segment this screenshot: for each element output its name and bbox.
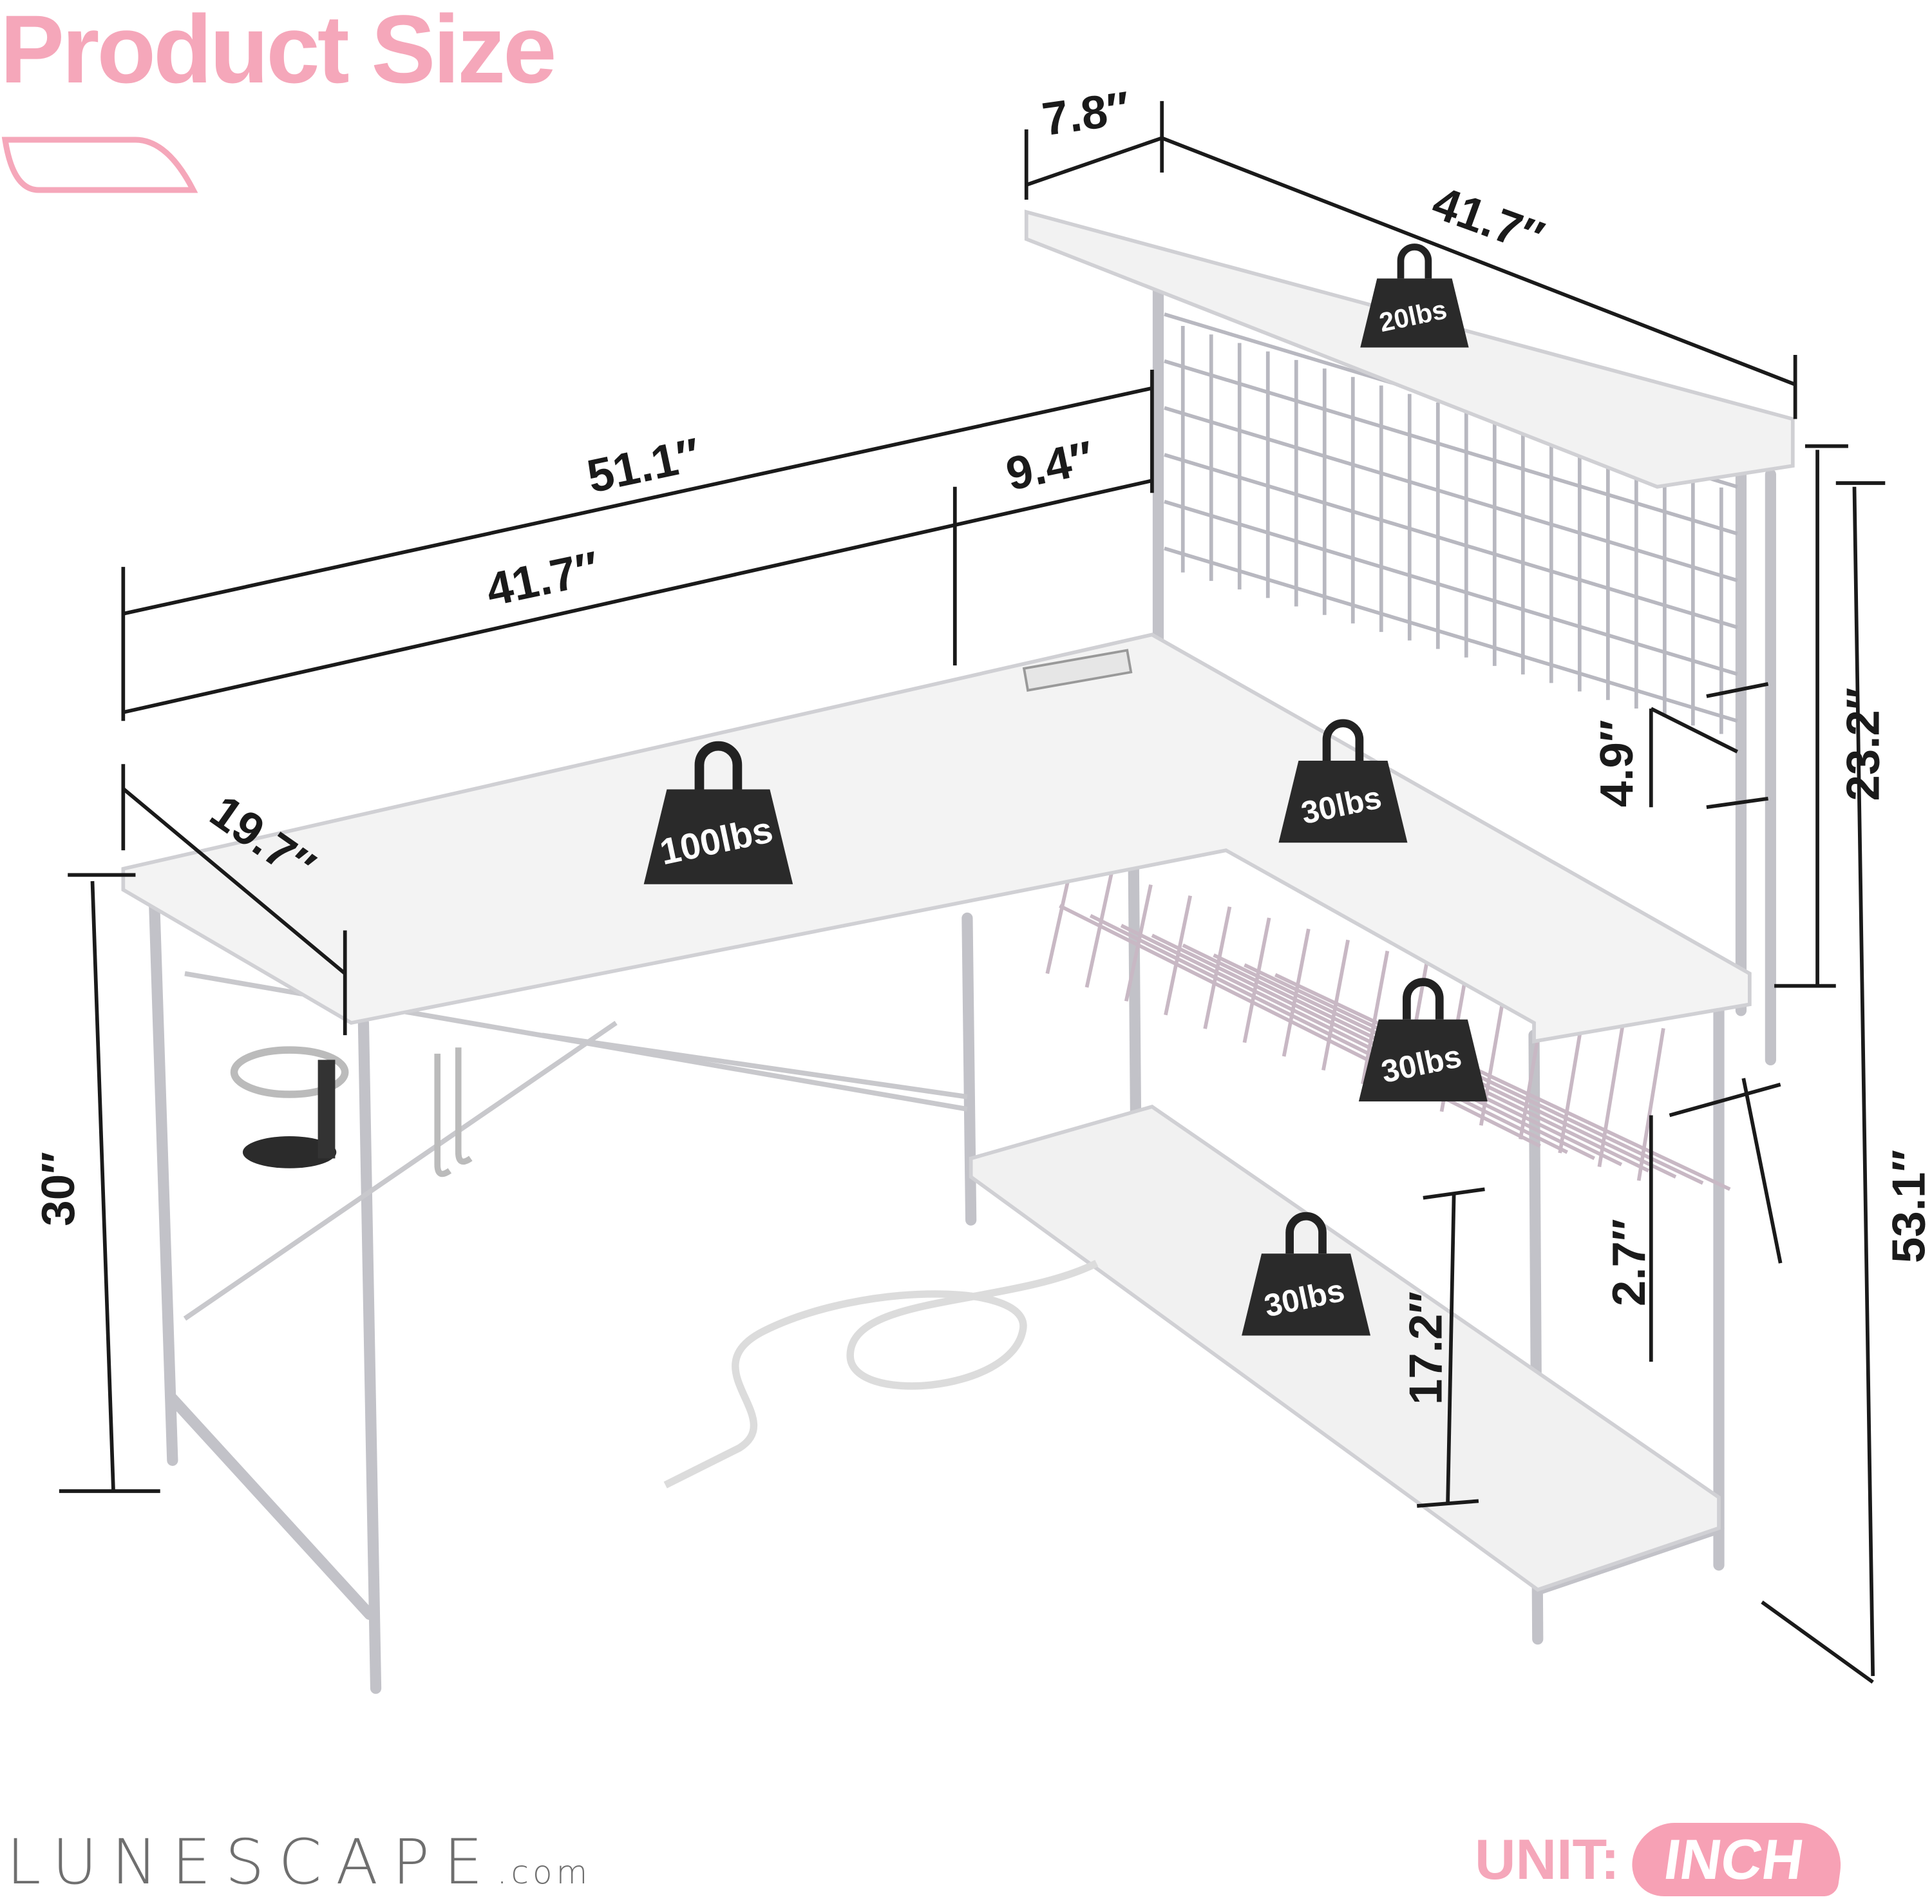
unit-label: UNIT: [1475, 1827, 1620, 1891]
title-underline-shape [1, 137, 198, 193]
power-outlet [1022, 649, 1133, 692]
unit-value: INCH [1627, 1823, 1847, 1896]
weight-icon: 30lbs [1242, 1212, 1371, 1336]
dim-shelf-height: 17.2″ [1400, 1291, 1452, 1405]
weight-icon: 30lbs [1358, 978, 1488, 1101]
dim-total-height: 53.1″ [1883, 1150, 1932, 1263]
unit-badge: UNIT: INCH [1475, 1823, 1847, 1896]
power-cord [663, 1259, 1099, 1489]
lower-shelf [969, 1104, 1721, 1592]
dimension-lines [59, 100, 1886, 1684]
desktop [121, 633, 1752, 1044]
brand-name: LUNESCAPE [6, 1826, 497, 1898]
weight-icon: 20lbs [1360, 243, 1469, 348]
dim-extension: 9.4″ [1001, 432, 1098, 500]
page-title: Product Size [0, 0, 556, 103]
desk-frame [148, 278, 1776, 1694]
cup-holder [230, 1046, 349, 1168]
dim-basket-depth: 2.7″ [1603, 1219, 1655, 1306]
hutch-shelf [1024, 209, 1795, 489]
dim-hutch-height: 23.2″ [1837, 687, 1889, 801]
pegboard-grid [1164, 312, 1738, 734]
weight-icon: 100lbs [643, 741, 793, 884]
brand-logo: LUNESCAPE.com [6, 1826, 591, 1898]
brand-suffix: .com [497, 1854, 592, 1891]
dim-desk-height: 30″ [32, 1152, 84, 1226]
headphone-hook [434, 1047, 473, 1177]
dim-hutch-depth: 7.8″ [1039, 82, 1133, 146]
weight-icon: 30lbs [1278, 719, 1408, 843]
dim-hook-gap: 4.9″ [1591, 719, 1643, 807]
dim-main-width: 41.7″ [482, 542, 603, 616]
dim-hutch-width: 41.7″ [1426, 176, 1550, 264]
